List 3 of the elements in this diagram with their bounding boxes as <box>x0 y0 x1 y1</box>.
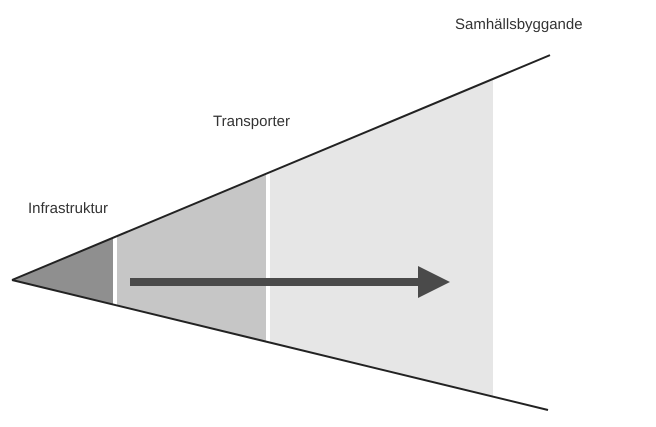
section-label: Infrastruktur <box>28 200 108 217</box>
section-label: Samhällsbyggande <box>455 16 583 33</box>
section-label: Transporter <box>213 113 290 130</box>
